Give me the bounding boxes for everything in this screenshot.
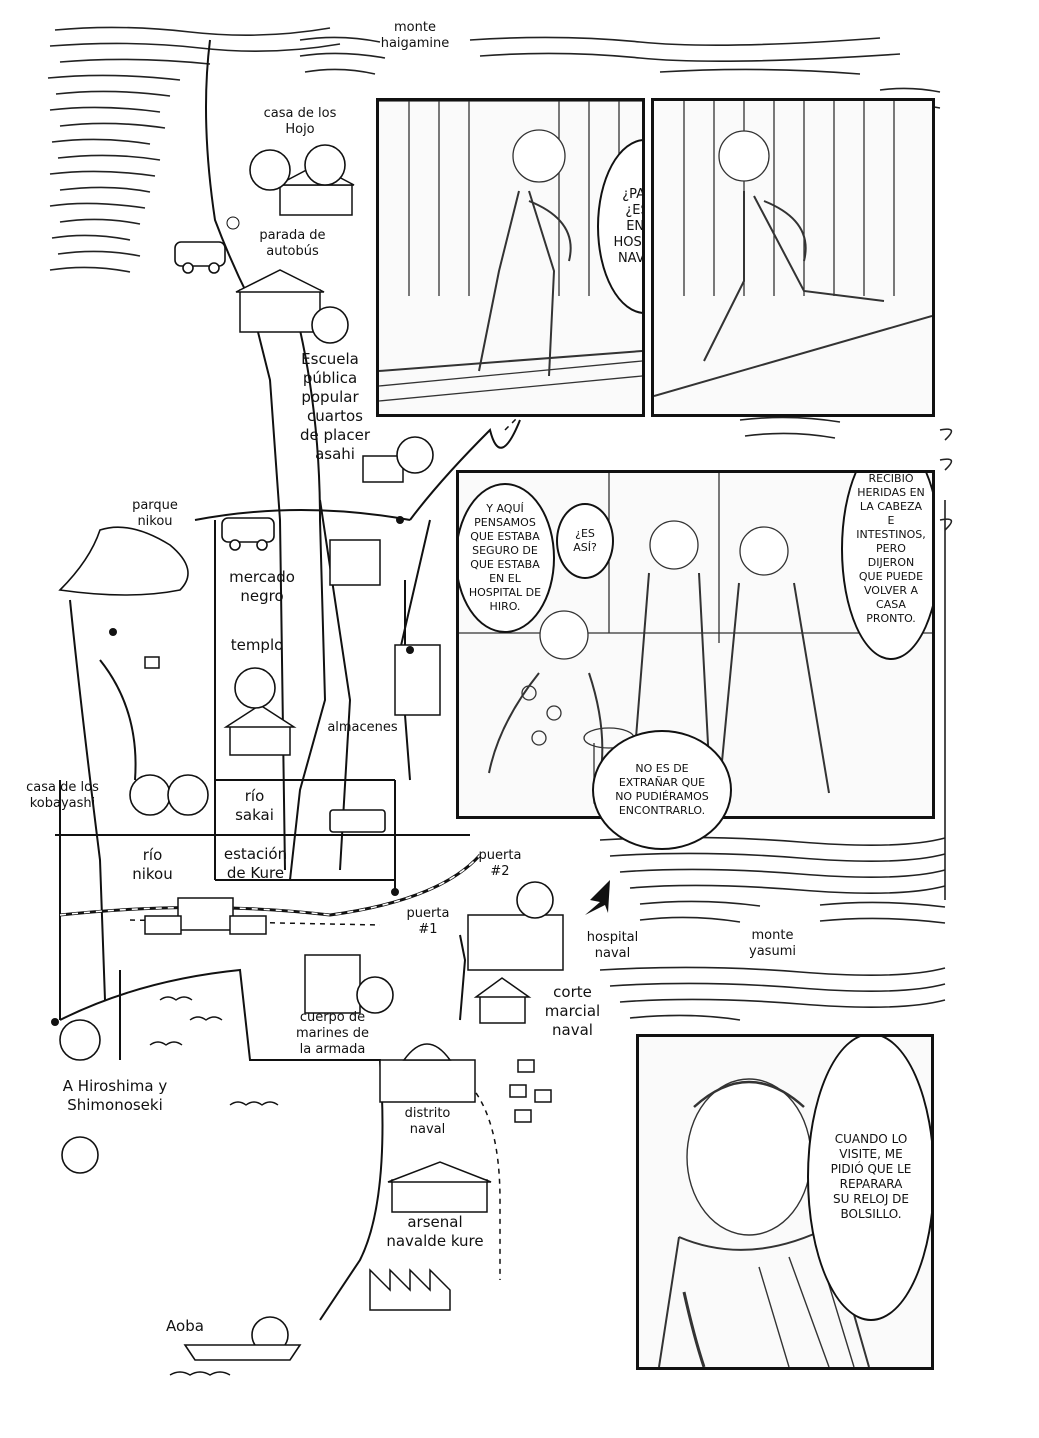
arrow-to-hospital [585,880,610,915]
label-puerta-1: puerta #1 [406,906,450,937]
label-cuerpo-marines: cuerpo de marines de la armada [296,1010,369,1057]
speech-bubble-p3-c: RECIBIÓ HERIDAS EN LA CABEZA E INTESTINO… [841,473,932,660]
label-parque-nikou: parque nikou [132,498,178,529]
label-casa-hojo: casa de los Hojo [263,106,337,137]
label-arsenal: arsenal navalde kure [386,1213,484,1250]
speech-bubble-p3-d: NO ES DE EXTRAÑAR QUE NO PUDIÉRAMOS ENCO… [592,730,732,850]
label-parada-autobus: parada de autobús [259,228,326,259]
manga-panel-4: CUANDO LO VISITE, ME PIDIÓ QUE LE REPARA… [636,1034,934,1370]
label-monte-haigamine: monte haigamine [380,20,450,51]
panel-2-scene [654,101,932,397]
manga-panel-2 [651,98,935,417]
label-estacion-kure: estación de Kure [223,845,288,882]
character-faces [59,144,554,1354]
vehicles [58,241,386,1361]
label-escuela: Escuela pública popular [301,350,359,406]
label-corte-marcial: corte marcial naval [544,983,601,1039]
buildings [144,164,564,1311]
manga-panel-1: ¿PAPÁ? ¿ESTÁ EN EL HOSPITAL NAVAL!? [376,98,645,417]
label-templo: templo [230,636,284,654]
speech-bubble-p3-b: ¿ES ASÍ? [556,503,614,579]
label-aoba: Aoba [166,1317,204,1335]
water-waves [149,996,279,1376]
speech-bubble-p4: CUANDO LO VISITE, ME PIDIÓ QUE LE REPARA… [807,1037,931,1321]
panel-4-scene [658,1078,870,1367]
label-distrito-naval: distrito naval [404,1106,451,1137]
label-hospital-naval: hospital naval [586,930,639,961]
panel-3-scene [459,473,932,804]
label-rio-nikou: río nikou [132,846,173,883]
railway [59,854,482,917]
label-casa-kobayashi: casa de los kobayashi [26,780,99,811]
speech-bubble-p3-a: Y AQUÍ PENSAMOS QUE ESTABA SEGURO DE QUE… [459,483,555,633]
label-monte-yasumi: monte yasumi [749,928,796,959]
mountain-hatching-top [47,26,941,273]
label-rio-sakai: río sakai [235,787,274,824]
label-almacenes: almacenes [327,720,398,735]
map-points [51,216,414,1026]
label-cuartos-asahi: cuartos de placer asahi [299,407,371,463]
label-puerta-2: puerta #2 [478,848,522,879]
panel-1-scene [379,101,642,402]
label-mercado-negro: mercado negro [229,568,295,605]
label-hiroshima: A Hiroshima y Shimonoseki [62,1077,168,1114]
